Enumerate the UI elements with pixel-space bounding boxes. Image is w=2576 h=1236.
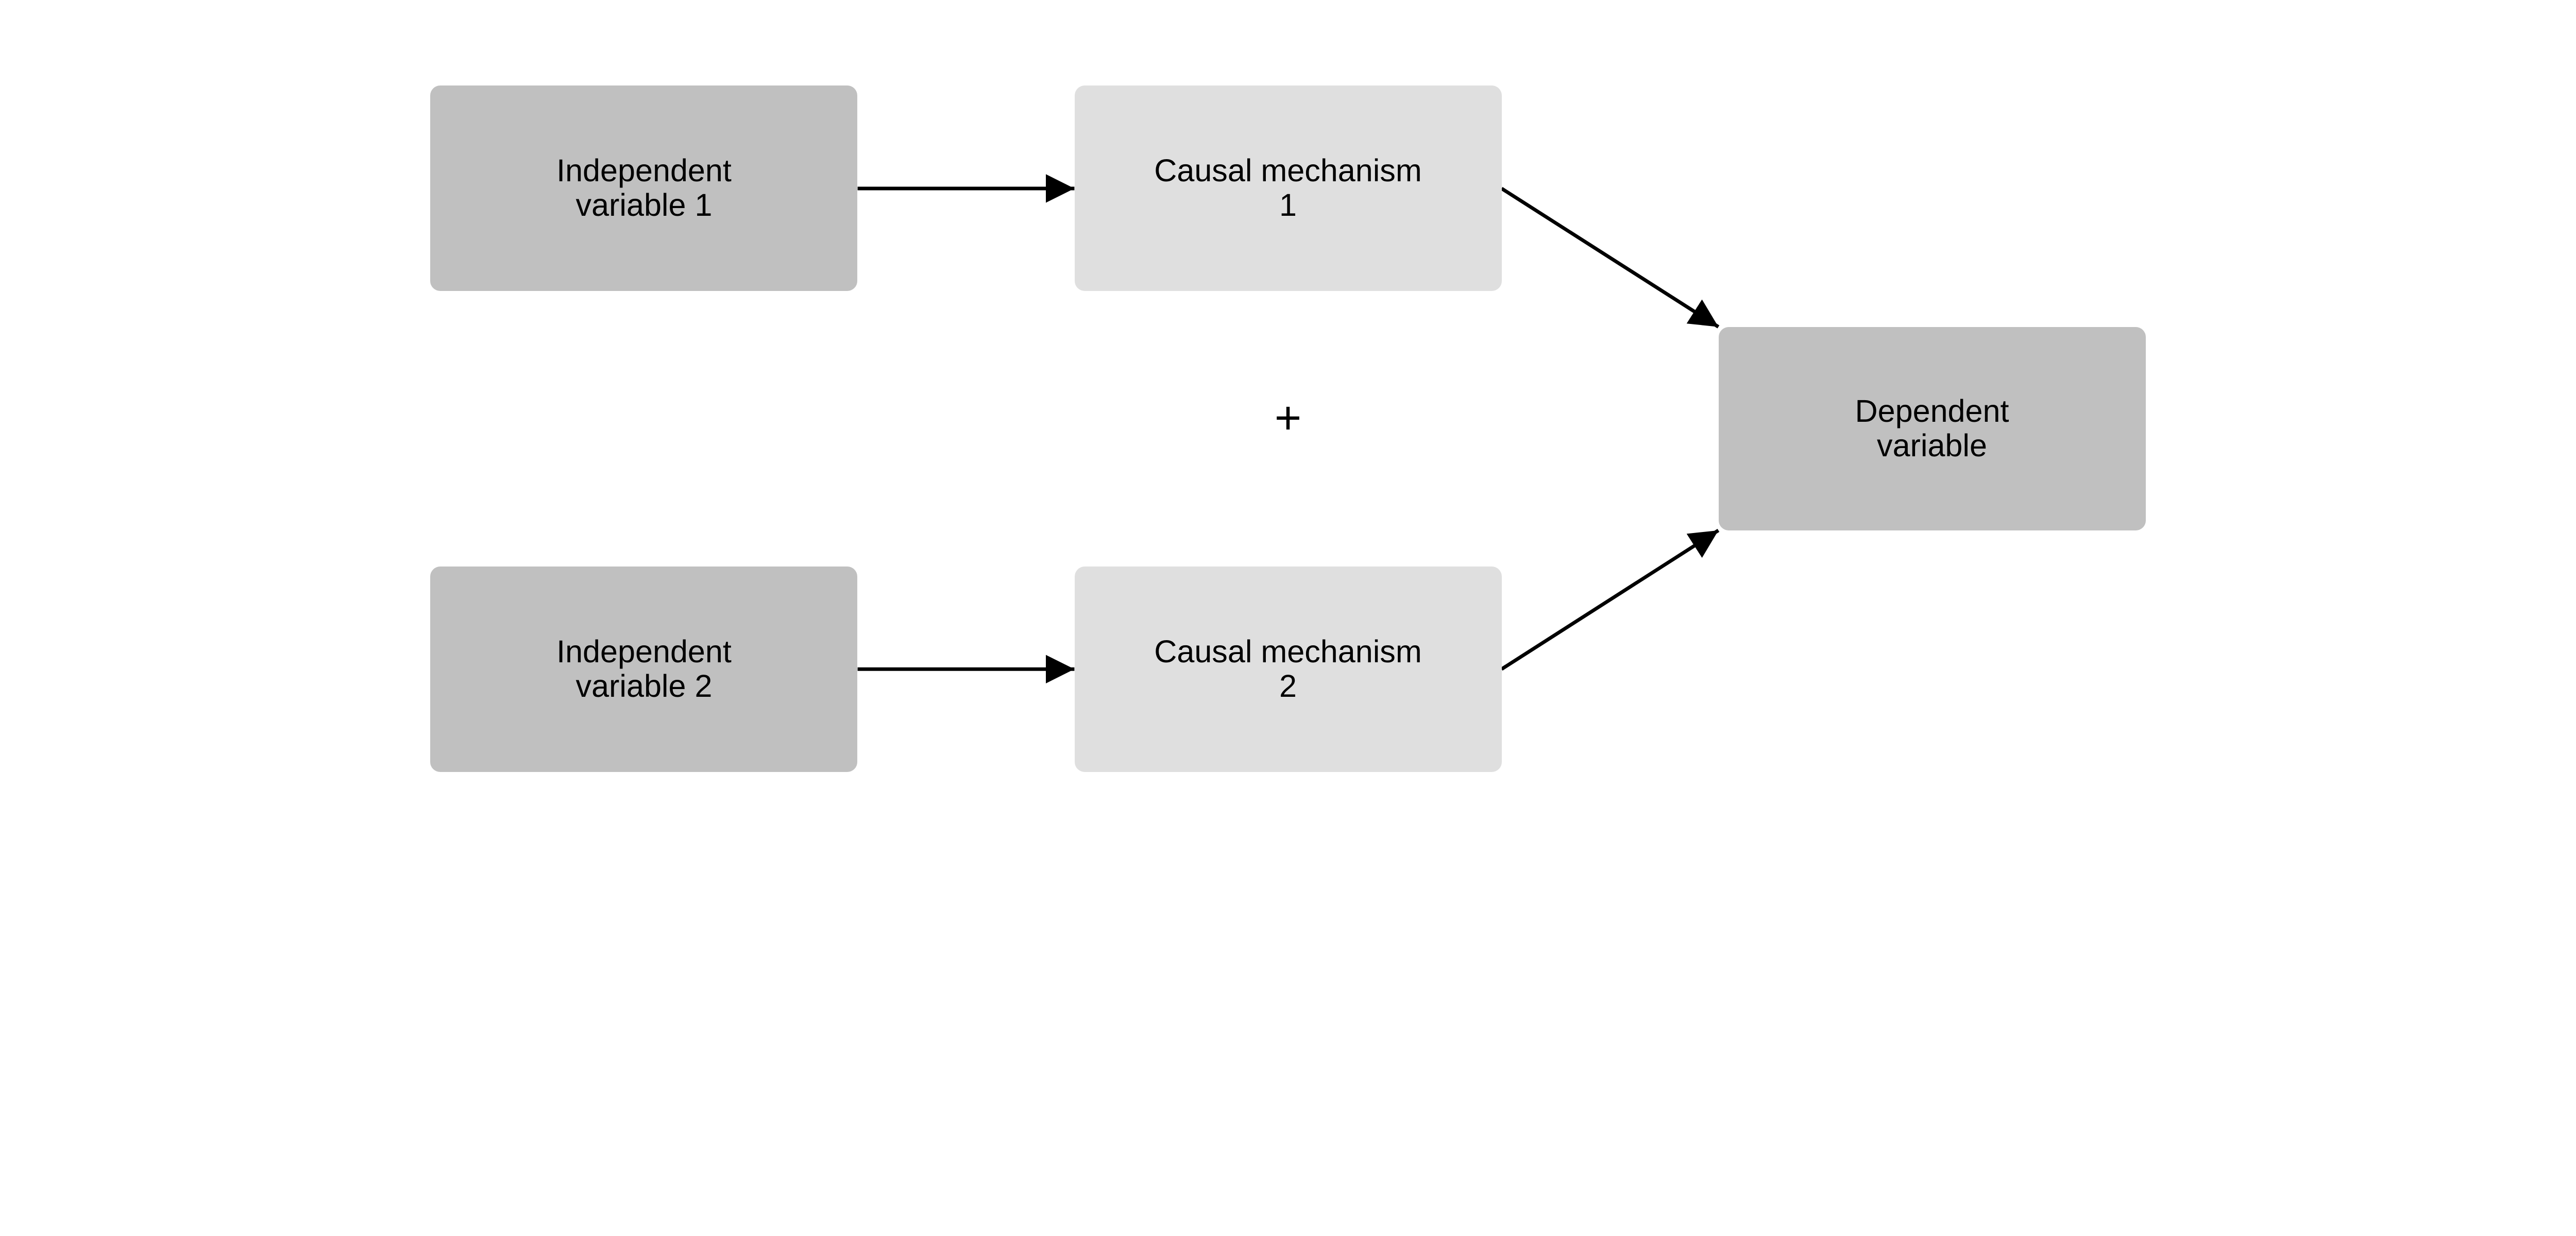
node-label: 1: [1279, 187, 1297, 223]
causal-diagram: Independent variable 1 Causal mechanism …: [430, 85, 2146, 772]
node-independent-variable-2: Independent variable 2: [430, 566, 858, 772]
node-dependent-variable: Dependent variable: [1718, 327, 2146, 530]
node-label: variable 1: [575, 187, 713, 223]
plus-operator: +: [1274, 392, 1302, 444]
edges: [857, 174, 1720, 684]
node-label: variable 2: [575, 668, 713, 704]
node-label: variable: [1877, 428, 1987, 464]
node-label: 2: [1279, 668, 1297, 704]
arrow-cm1-to-dv: [1500, 187, 1720, 329]
node-causal-mechanism-2: Causal mechanism 2: [1074, 566, 1502, 772]
node-label: Independent: [556, 153, 732, 188]
node-label: Independent: [556, 634, 732, 670]
node-causal-mechanism-1: Causal mechanism 1: [1074, 85, 1502, 291]
node-label: Dependent: [1855, 393, 2009, 429]
node-label: Causal mechanism: [1154, 153, 1422, 188]
node-label: Causal mechanism: [1154, 634, 1422, 670]
node-independent-variable-1: Independent variable 1: [430, 85, 858, 291]
arrow-cm2-to-dv: [1500, 528, 1720, 671]
